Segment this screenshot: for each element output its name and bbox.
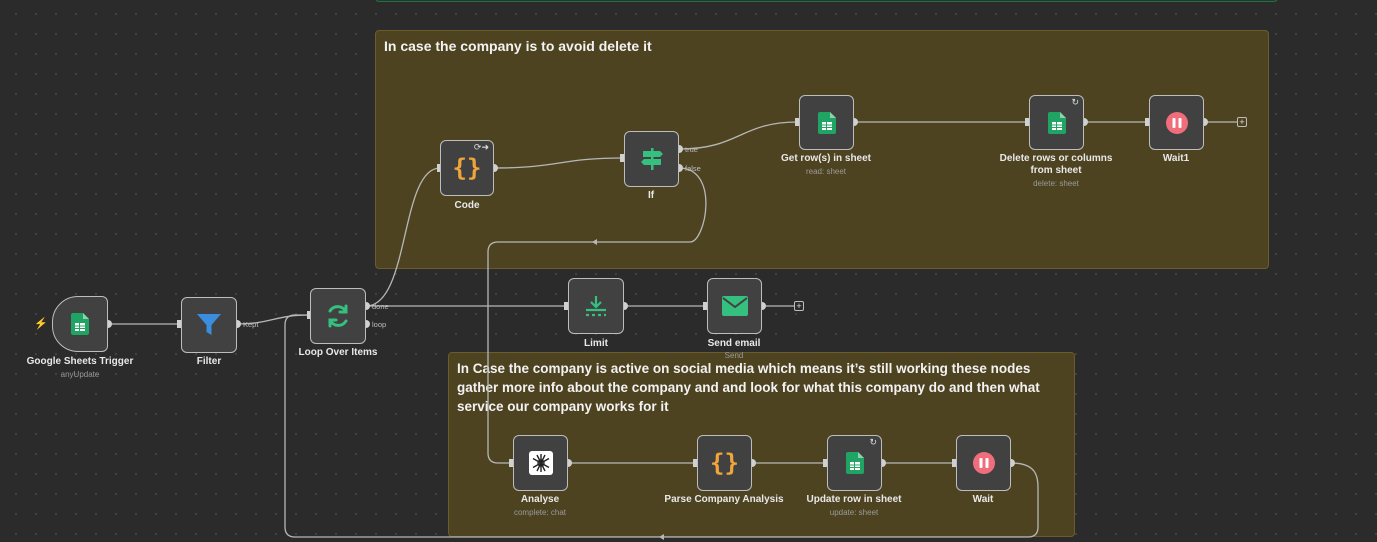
wire-if-getrows [678,121,799,150]
node-delete-rows-or-columns[interactable]: ↻ [1029,95,1084,150]
node-label: Wait [972,494,994,505]
add-node-button[interactable]: + [794,301,804,311]
node-update-row-in-sheet[interactable]: ↻ [827,435,882,491]
node-label: Update row in sheet [806,494,902,505]
code-braces-icon: {} [452,154,482,182]
openai-icon [527,449,555,477]
sticky-note-top[interactable]: In case the company is to avoid delete i… [375,30,1269,269]
port-label-true: true [685,145,698,154]
node-subtitle: update: sheet [829,508,879,517]
node-label: Send email [707,338,761,349]
node-label: Loop Over Items [298,347,378,358]
node-label: Google Sheets Trigger [26,356,134,367]
node-subtitle: read: sheet [805,167,847,176]
add-node-button[interactable]: + [1237,117,1247,127]
sticky-note-bottom-text: In Case the company is active on social … [457,361,1040,414]
node-get-rows-in-sheet[interactable] [799,95,854,150]
sticky-note-top-text: In case the company is to avoid delete i… [384,38,652,54]
limit-icon [582,292,610,320]
refresh-icon: ↻ [869,437,877,447]
port-label-kept: Kept [243,320,259,329]
port-label-false: false [685,164,701,173]
node-label: Limit [584,338,608,349]
run-once-icon: ⟳➜ [473,142,489,152]
node-limit[interactable] [568,278,624,334]
google-sheets-icon [66,310,94,338]
node-subtitle: Send [724,351,744,360]
loop-icon [324,302,352,330]
node-analyse[interactable] [513,435,568,491]
trigger-bolt-icon: ⚡ [34,318,48,330]
port-label-loop: loop [372,320,387,329]
node-label: Code [454,200,480,211]
wire-if-false-analyse [487,167,707,464]
node-label: Parse Company Analysis [664,494,784,505]
node-label: Filter [196,356,222,367]
code-braces-icon: {} [710,449,739,477]
node-subtitle: anyUpdate [60,370,100,379]
node-label: If [647,190,655,201]
node-wait1[interactable] [1149,95,1204,150]
filter-icon [195,311,223,339]
node-subtitle: complete: chat [513,508,567,517]
wire-code-if [493,157,624,169]
refresh-icon: ↻ [1071,97,1079,107]
node-if[interactable] [624,131,679,187]
node-subtitle: delete: sheet [1033,179,1079,188]
pause-icon [970,449,998,477]
node-label: Wait1 [1162,153,1190,164]
node-google-sheets-trigger[interactable] [52,296,108,352]
google-sheets-icon [813,109,841,137]
pause-icon [1163,109,1191,137]
wire-loop-code [365,167,441,307]
signpost-icon [638,145,666,173]
port-label-done: done [372,302,389,311]
node-filter[interactable] [181,297,237,353]
node-code[interactable]: ⟳➜ {} [440,140,494,196]
node-send-email[interactable] [707,278,762,334]
envelope-icon [721,292,749,320]
node-loop-over-items[interactable] [310,288,366,344]
node-label: Delete rows or columns from sheet [999,153,1113,176]
node-label: Get row(s) in sheet [780,153,871,164]
google-sheets-icon [1043,109,1071,137]
google-sheets-icon [841,449,869,477]
node-wait[interactable] [956,435,1011,491]
node-parse-company-analysis[interactable]: {} [697,435,752,491]
wire-wait-loop [284,314,1039,538]
node-label: Analyse [520,494,560,505]
